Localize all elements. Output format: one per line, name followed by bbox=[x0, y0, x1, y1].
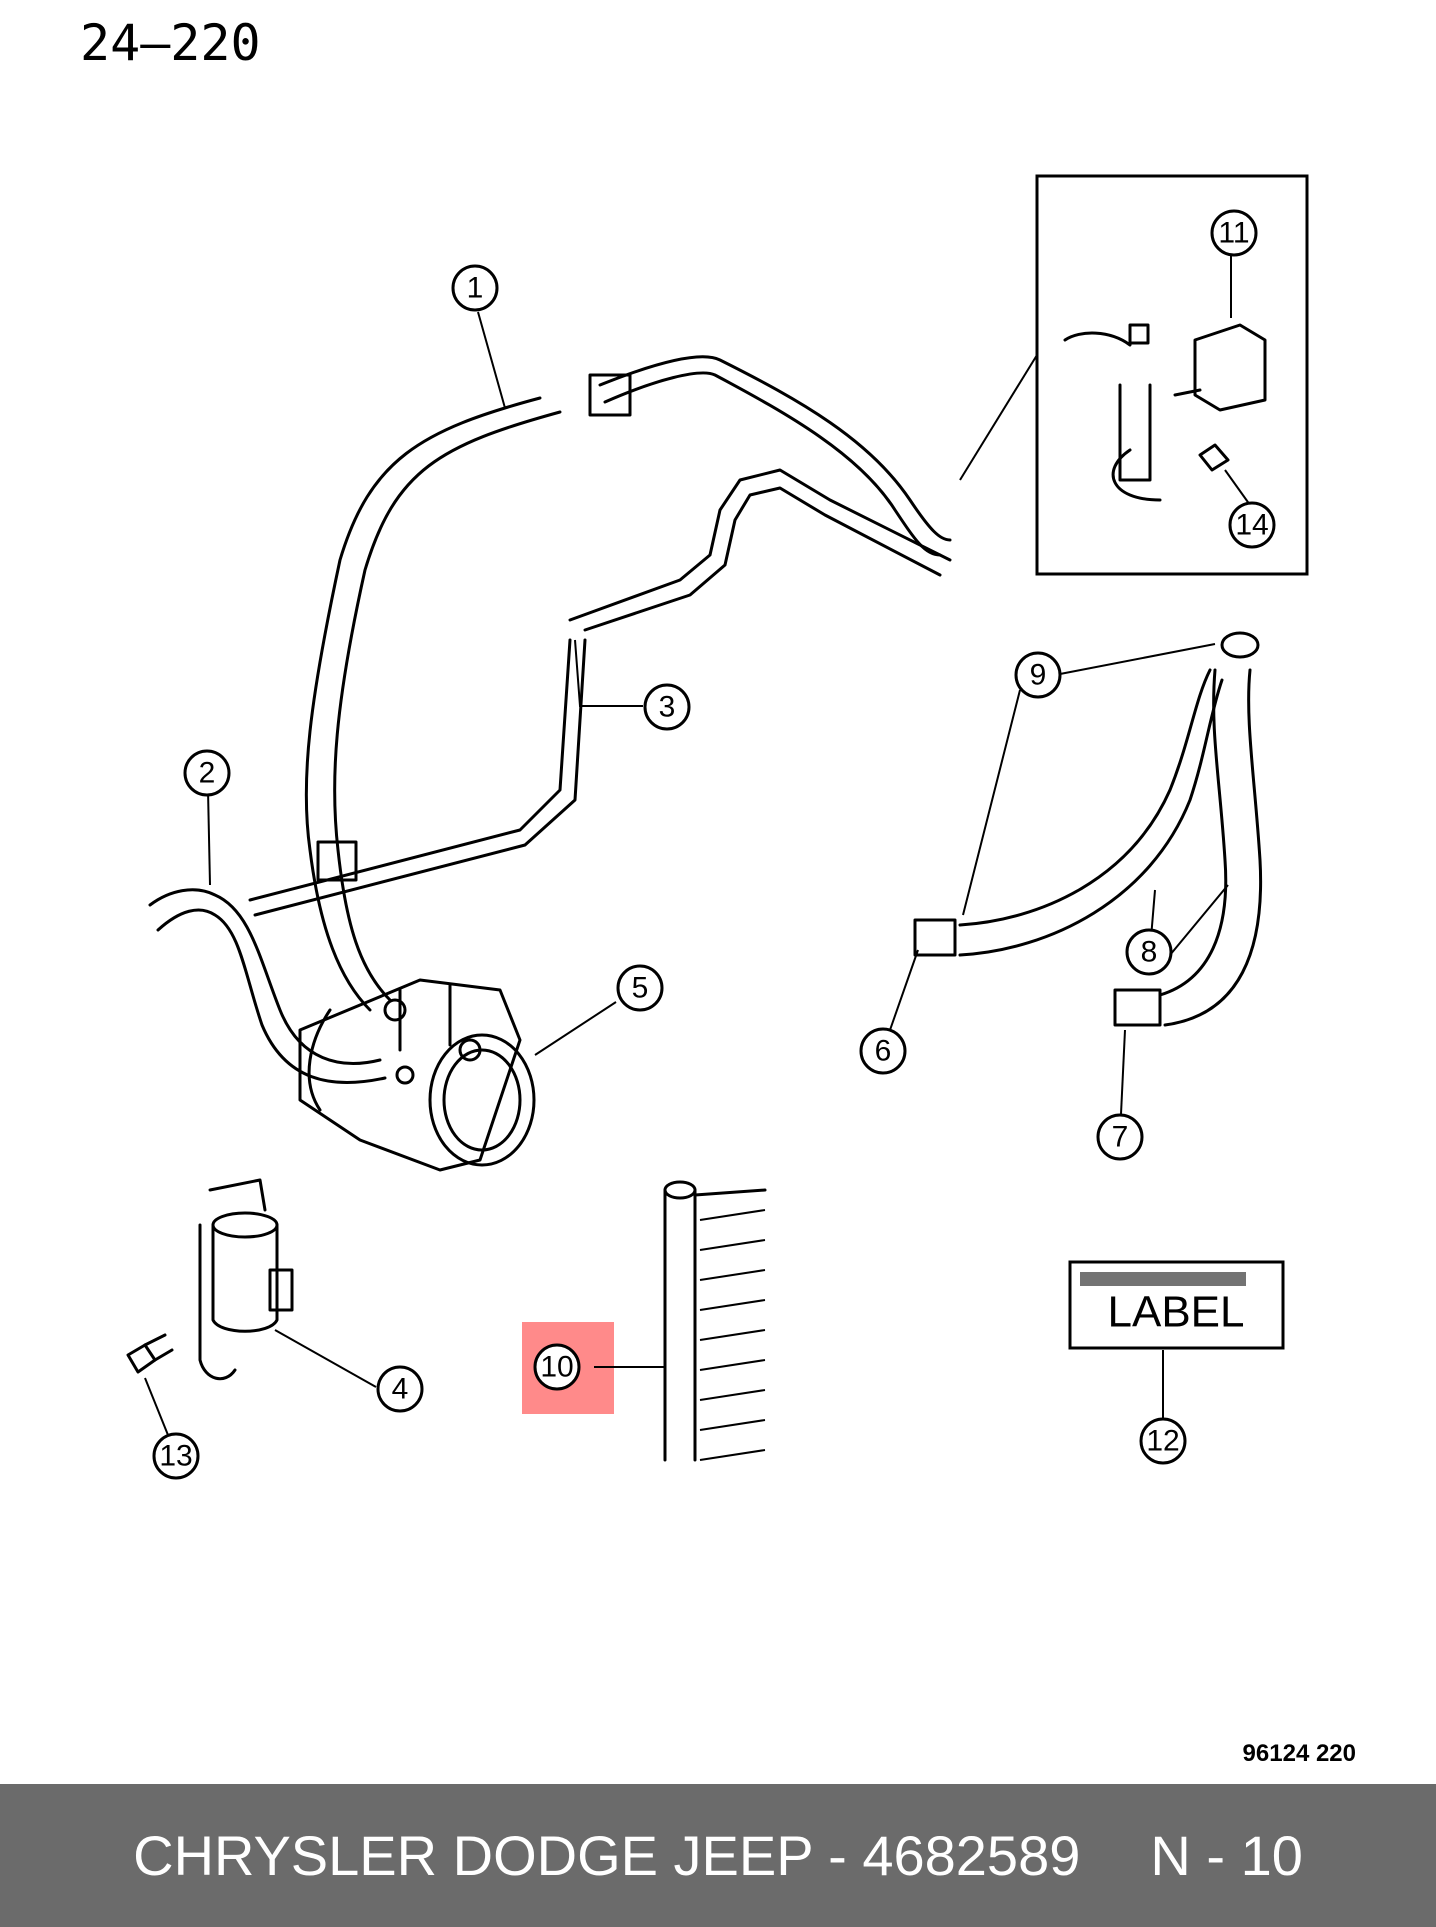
svg-text:6: 6 bbox=[875, 1035, 892, 1068]
callout-8: 8 bbox=[1125, 928, 1173, 976]
ac-parts-diagram: LABEL 1 2 3 4 5 6 7 8 9 10 11 12 13 14 bbox=[126, 174, 1309, 1480]
discharge-hose bbox=[304, 355, 952, 1012]
callout-14: 14 bbox=[1228, 501, 1276, 549]
footer-part-code: N - 10 bbox=[1150, 1824, 1303, 1887]
callout-12: 12 bbox=[1139, 1417, 1187, 1465]
callout-2: 2 bbox=[183, 749, 231, 797]
suction-line bbox=[148, 468, 952, 1085]
footer-part-title: CHRYSLER DODGE JEEP - 4682589 bbox=[133, 1824, 1081, 1887]
callout-9: 9 bbox=[1014, 651, 1062, 699]
svg-text:2: 2 bbox=[199, 757, 216, 790]
svg-text:10: 10 bbox=[540, 1351, 573, 1384]
bolt-13 bbox=[126, 1333, 174, 1374]
label-plate: LABEL bbox=[1068, 1260, 1285, 1350]
callout-7: 7 bbox=[1096, 1113, 1144, 1161]
compressor bbox=[298, 978, 536, 1172]
svg-text:4: 4 bbox=[392, 1373, 409, 1406]
svg-text:9: 9 bbox=[1030, 659, 1047, 692]
drawing-code: 96124 220 bbox=[1242, 1740, 1356, 1767]
svg-text:7: 7 bbox=[1112, 1121, 1129, 1154]
svg-text:13: 13 bbox=[159, 1440, 192, 1473]
callout-6: 6 bbox=[859, 1027, 907, 1075]
svg-text:5: 5 bbox=[632, 972, 649, 1005]
callout-3: 3 bbox=[643, 683, 691, 731]
callout-13: 13 bbox=[152, 1432, 200, 1480]
callout-11: 11 bbox=[1210, 209, 1258, 257]
callout-4: 4 bbox=[376, 1365, 424, 1413]
inset-box bbox=[1035, 174, 1309, 576]
svg-text:11: 11 bbox=[1218, 217, 1249, 250]
page-number: 24–220 bbox=[80, 14, 261, 72]
inset-parts bbox=[1063, 323, 1267, 502]
inset-leader-line bbox=[959, 354, 1038, 481]
svg-text:1: 1 bbox=[467, 272, 484, 305]
receiver-drier bbox=[198, 1178, 294, 1381]
footer-bar: CHRYSLER DODGE JEEP - 4682589 N - 10 bbox=[0, 1784, 1436, 1927]
callout-10: 10 bbox=[533, 1343, 581, 1391]
svg-text:14: 14 bbox=[1235, 509, 1268, 542]
callout-5: 5 bbox=[616, 964, 664, 1012]
label-plate-text: LABEL bbox=[1108, 1288, 1245, 1337]
svg-text:8: 8 bbox=[1141, 936, 1158, 969]
svg-text:3: 3 bbox=[659, 691, 676, 724]
callout-1: 1 bbox=[451, 264, 499, 312]
condenser bbox=[663, 1180, 767, 1462]
heater-hoses bbox=[913, 631, 1263, 1027]
svg-text:12: 12 bbox=[1146, 1425, 1179, 1458]
